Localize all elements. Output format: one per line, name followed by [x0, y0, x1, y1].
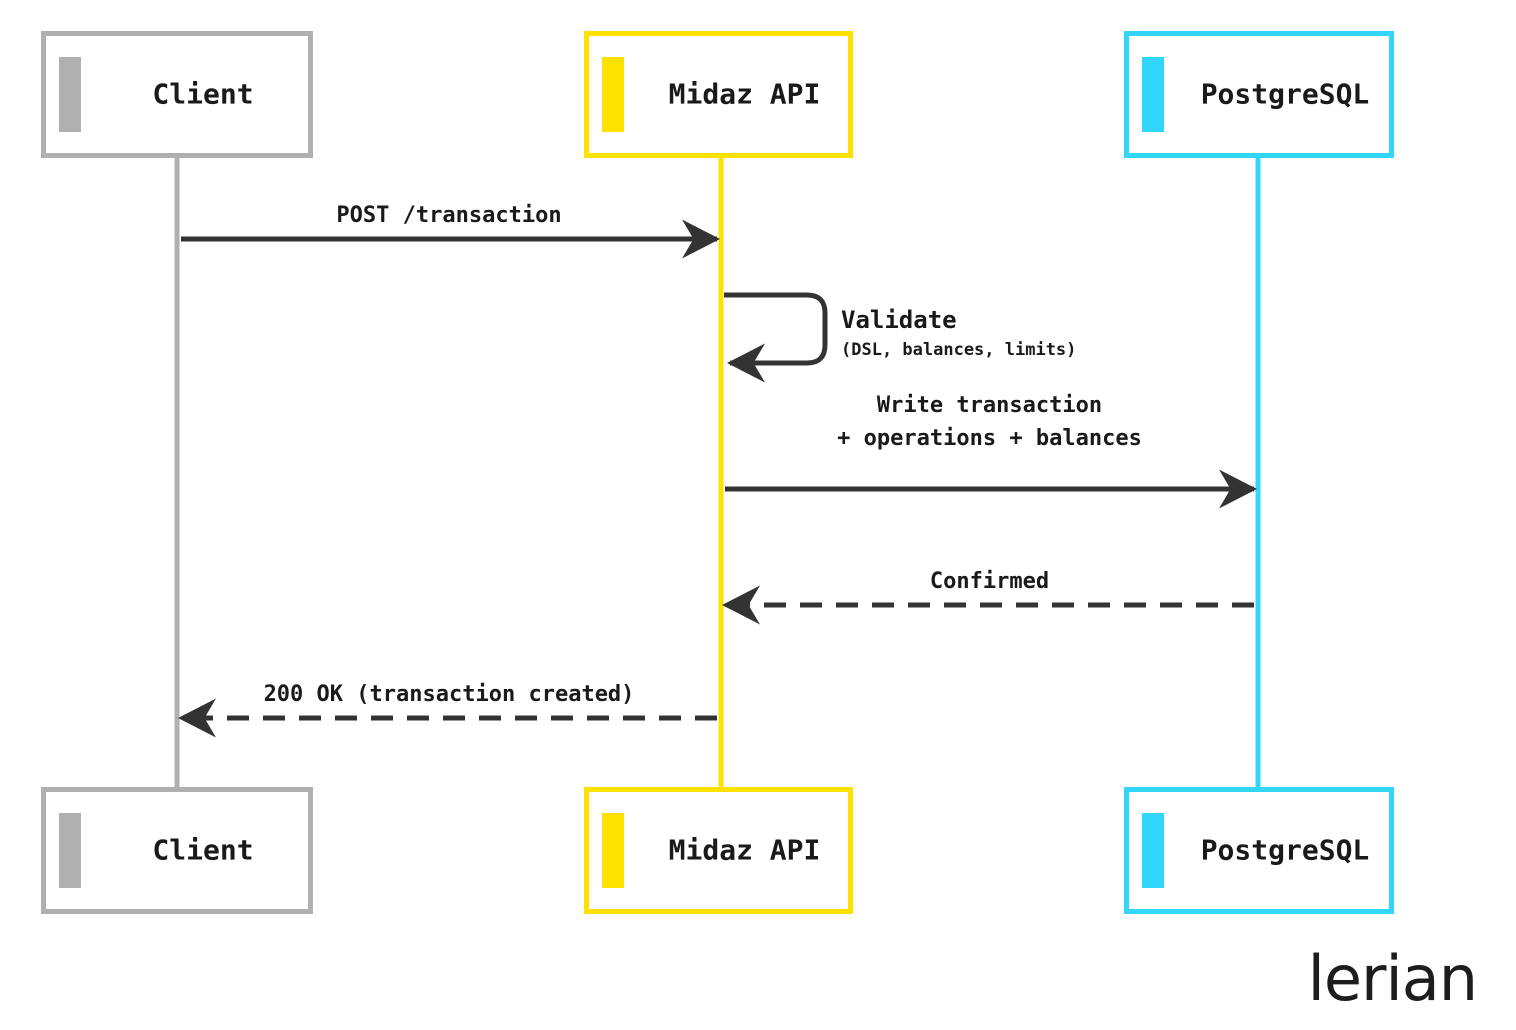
participant-label-postgresql: PostgreSQL	[1201, 834, 1370, 867]
participant-accent-bar-midaz-api	[602, 813, 624, 888]
message-label-msg-write-transaction: Write transaction	[877, 393, 1102, 418]
message-label-msg-200-ok: 200 OK (transaction created)	[264, 682, 635, 707]
self-message-layer: Validate (DSL, balances, limits)	[724, 292, 1076, 383]
participant-box-postgresql[interactable]	[1124, 787, 1394, 914]
self-message-loop-msg-validate	[724, 292, 828, 383]
participant-box-midaz-api[interactable]	[584, 787, 853, 914]
self-message-subtitle-msg-validate: (DSL, balances, limits)	[841, 340, 1076, 360]
message-msg-write-transaction: Write transaction + operations + balances	[725, 393, 1258, 509]
participant-accent-bar-postgresql	[1142, 813, 1164, 888]
lerian-logo: lerian	[1308, 942, 1477, 1015]
participant-accent-bar-client	[59, 813, 81, 888]
participant-accent-bar-postgresql	[1142, 57, 1164, 132]
participant-client-top[interactable]: Client	[41, 31, 313, 158]
participant-label-client: Client	[152, 834, 253, 867]
participant-postgresql-bottom[interactable]: PostgreSQL	[1124, 787, 1394, 914]
participant-midaz-api-top[interactable]: Midaz API	[584, 31, 853, 158]
message-label-msg-confirmed: Confirmed	[930, 569, 1049, 594]
participant-box-postgresql[interactable]	[1124, 31, 1394, 158]
self-message-title-msg-validate: Validate	[841, 306, 957, 334]
participant-accent-bar-midaz-api	[602, 57, 624, 132]
message-msg-post-transaction: POST /transaction	[181, 203, 721, 259]
participant-label-midaz-api: Midaz API	[669, 78, 821, 111]
self-message-msg-validate: Validate (DSL, balances, limits)	[724, 292, 1076, 383]
lifelines-layer	[174, 158, 1261, 787]
participant-label-client: Client	[152, 78, 253, 111]
participant-label-midaz-api: Midaz API	[669, 834, 821, 867]
message-label-msg-write-transaction: + operations + balances	[837, 426, 1142, 451]
participant-label-postgresql: PostgreSQL	[1201, 78, 1370, 111]
participant-client-bottom[interactable]: Client	[41, 787, 313, 914]
message-msg-200-ok: 200 OK (transaction created)	[177, 682, 717, 738]
participant-box-midaz-api[interactable]	[584, 31, 853, 158]
participant-box-client[interactable]	[41, 31, 313, 158]
participant-postgresql-top[interactable]: PostgreSQL	[1124, 31, 1394, 158]
participant-box-client[interactable]	[41, 787, 313, 914]
message-msg-confirmed: Confirmed	[721, 569, 1254, 625]
participant-midaz-api-bottom[interactable]: Midaz API	[584, 787, 853, 914]
participant-accent-bar-client	[59, 57, 81, 132]
message-label-msg-post-transaction: POST /transaction	[336, 203, 561, 228]
